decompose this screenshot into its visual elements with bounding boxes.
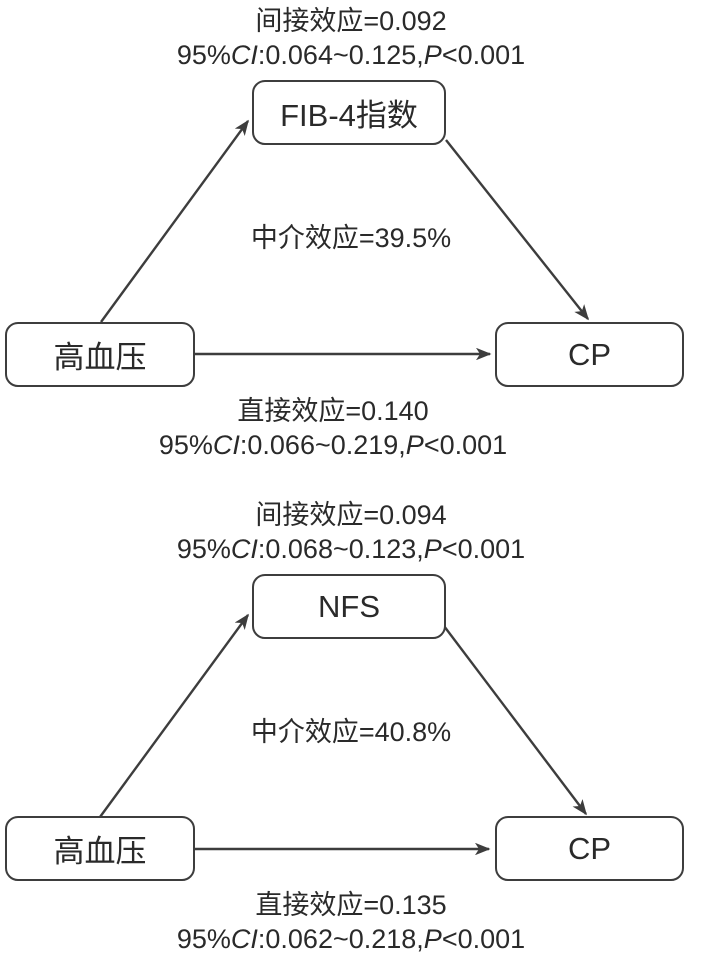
indirect-effect-label: 间接效应=0.092 <box>255 6 447 36</box>
indirect-effect-ci: 95%CI:0.068~0.123,P<0.001 <box>0 534 702 564</box>
mediator-label: FIB-4指数 <box>280 98 418 133</box>
outcome-label: CP <box>567 830 612 866</box>
ci-prefix: 95% <box>176 924 231 954</box>
p-symbol: P <box>405 430 424 460</box>
mediation-percentage-label: 中介效应=40.8% <box>250 717 452 747</box>
arrow-exposure-to-mediator <box>100 119 249 323</box>
p-symbol: P <box>423 924 442 954</box>
arrow-exposure-to-mediator <box>99 613 249 818</box>
ci-prefix: 95% <box>176 534 231 564</box>
ci-abbrev: CI <box>212 430 240 460</box>
direct-effect-label: 直接效应=0.135 <box>255 890 447 920</box>
ci-range: :0.066~0.219, <box>239 430 406 460</box>
ci-abbrev: CI <box>230 534 258 564</box>
ci-range: :0.064~0.125, <box>257 40 424 70</box>
outcome-label: CP <box>567 336 612 372</box>
mediator-box: NFS <box>252 574 446 639</box>
mediation-percentage-label: 中介效应=39.5% <box>250 223 452 253</box>
ci-abbrev: CI <box>230 924 258 954</box>
mediator-box: FIB-4指数 <box>252 80 446 145</box>
arrow-mediator-to-outcome <box>445 139 589 321</box>
ci-range: :0.062~0.218, <box>257 924 424 954</box>
p-symbol: P <box>423 534 442 564</box>
ci-range: :0.068~0.123, <box>257 534 424 564</box>
p-value: <0.001 <box>441 924 526 954</box>
p-symbol: P <box>423 40 442 70</box>
direct-effect-ci: 95%CI:0.062~0.218,P<0.001 <box>0 924 702 954</box>
ci-abbrev: CI <box>230 40 258 70</box>
outcome-box: CP <box>495 322 684 387</box>
ci-prefix: 95% <box>158 430 213 460</box>
p-value: <0.001 <box>441 40 526 70</box>
direct-effect-label: 直接效应=0.140 <box>237 396 429 426</box>
p-value: <0.001 <box>423 430 508 460</box>
path-arrows <box>100 119 589 361</box>
exposure-box: 高血压 <box>5 816 195 881</box>
p-value: <0.001 <box>441 534 526 564</box>
exposure-label: 高血压 <box>53 340 147 375</box>
exposure-label: 高血压 <box>53 834 147 869</box>
outcome-box: CP <box>495 816 684 881</box>
path-arrows <box>99 613 587 856</box>
direct-effect-ci: 95%CI:0.066~0.219,P<0.001 <box>0 430 684 460</box>
exposure-box: 高血压 <box>5 322 195 387</box>
mediator-label: NFS <box>318 588 380 624</box>
indirect-effect-ci: 95%CI:0.064~0.125,P<0.001 <box>0 40 702 70</box>
arrow-mediator-to-outcome <box>443 625 587 816</box>
ci-prefix: 95% <box>176 40 231 70</box>
indirect-effect-label: 间接效应=0.094 <box>255 500 447 530</box>
mediation-diagram-fib4: 间接效应=0.092 95%CI:0.064~0.125,P<0.001 FIB… <box>0 0 702 472</box>
mediation-diagram-nfs: 间接效应=0.094 95%CI:0.068~0.123,P<0.001 NFS… <box>0 494 702 966</box>
